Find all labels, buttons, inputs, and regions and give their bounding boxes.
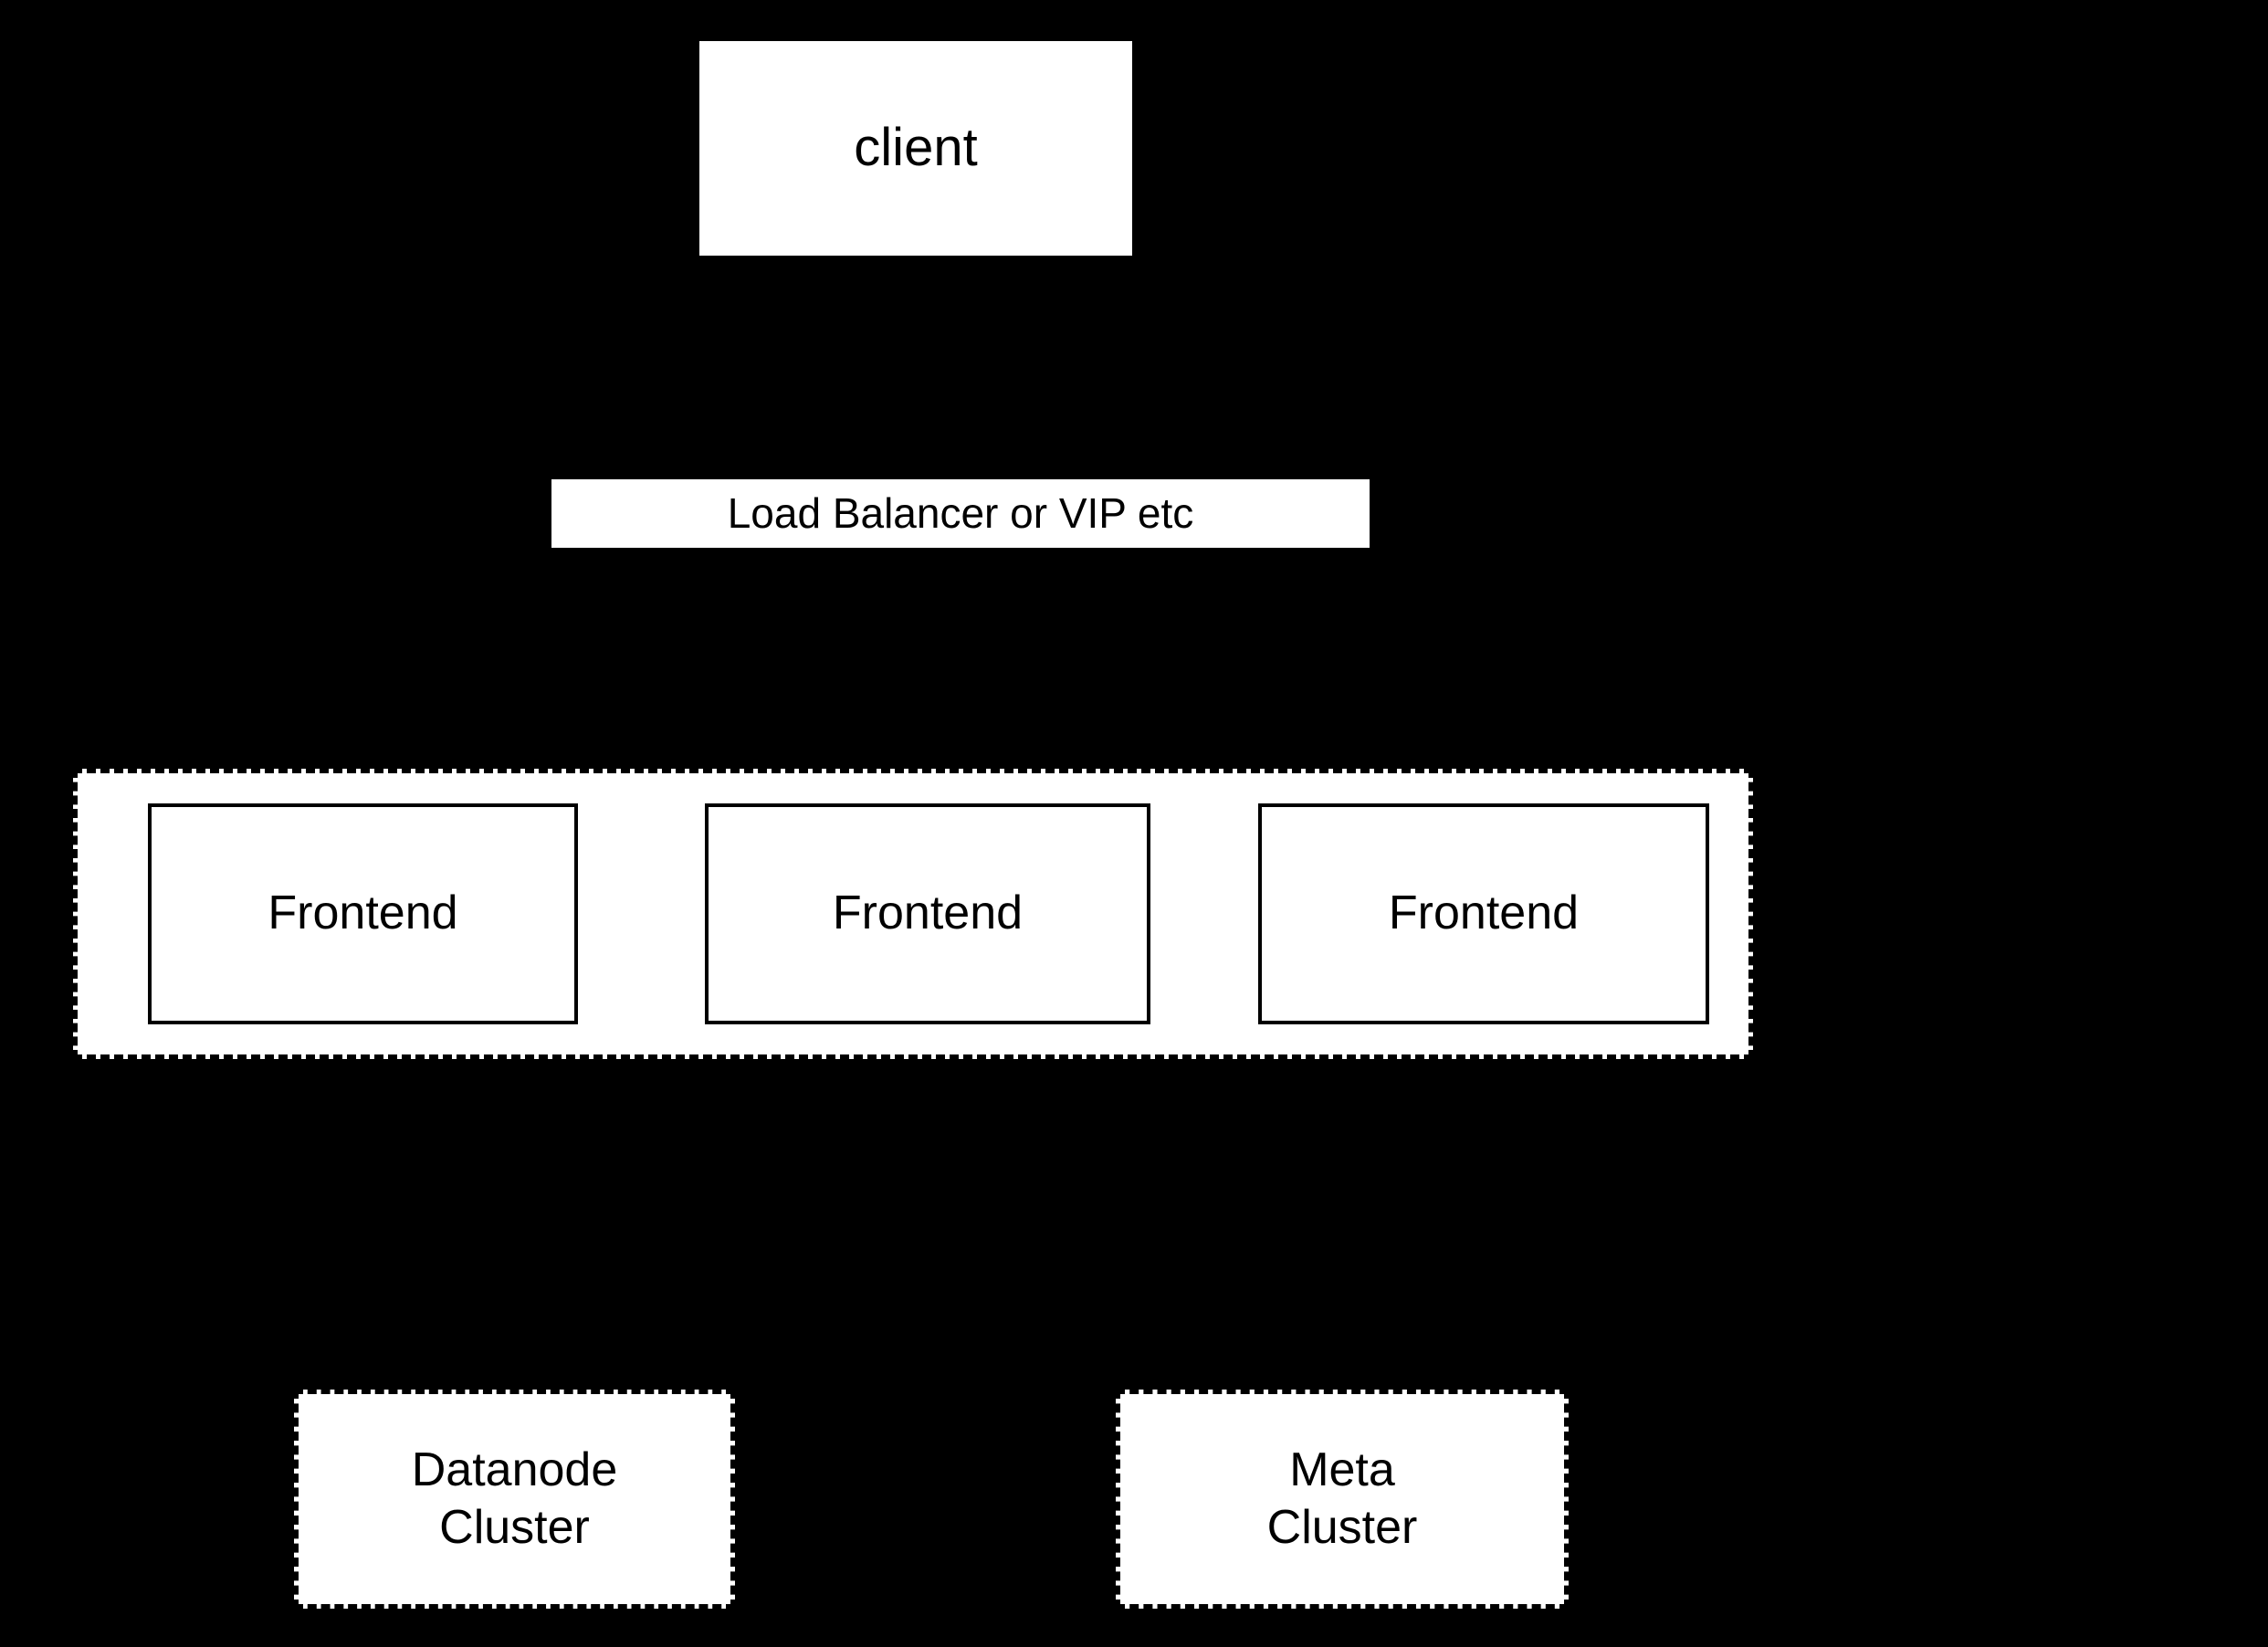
datanode-cluster-node[interactable]: Datanode Cluster [294,1390,735,1609]
load-balancer-node[interactable]: Load Balancer or VIP etc [551,479,1370,548]
meta-cluster-node[interactable]: Meta Cluster [1116,1390,1569,1609]
frontend-node-2[interactable]: Frontend [705,803,1150,1024]
frontend-node-3[interactable]: Frontend [1258,803,1709,1024]
client-node[interactable]: client [699,41,1132,256]
frontend-node-1[interactable]: Frontend [148,803,578,1024]
